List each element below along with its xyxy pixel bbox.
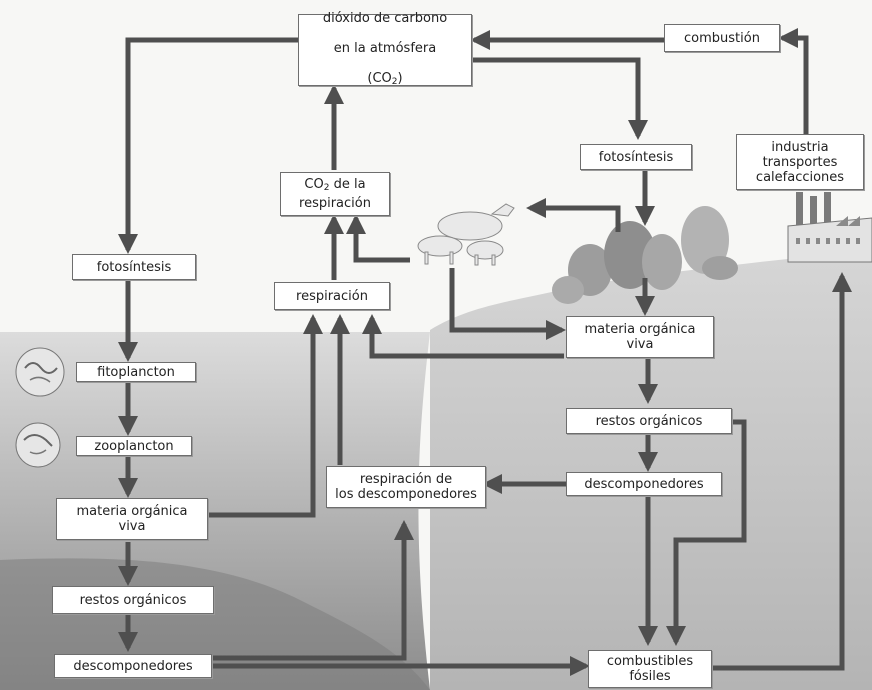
respiration-label: respiración: [296, 288, 368, 304]
organic-remains-sea-label: restos orgánicos: [79, 592, 187, 608]
living-matter-land-box: materia orgánica viva: [566, 316, 714, 358]
co2-atmosphere-line1: dióxido de carbono: [322, 10, 448, 26]
plankton-icon: [15, 347, 65, 468]
co2-atmosphere-line2: en la atmósfera: [333, 40, 437, 56]
arrow-fosiles-to-industria: [713, 272, 852, 671]
organic-remains-sea-box: restos orgánicos: [52, 586, 214, 614]
co2-respiration-box: CO2 de la respiración: [280, 172, 390, 216]
arrow-animals-to-co2-respiracion: [346, 214, 410, 263]
arrow-trees-to-animals: [526, 198, 621, 232]
organic-remains-land-label: restos orgánicos: [595, 413, 703, 429]
photosynthesis-sea-box: fotosíntesis: [72, 254, 196, 280]
animals-icon: [417, 203, 515, 266]
zooplankton-label: zooplancton: [94, 438, 174, 454]
arrow-materia-mar-to-respiracion: [208, 314, 323, 518]
combustion-box: combustión: [664, 24, 780, 52]
arrow-animals-to-materia-tierra: [449, 268, 566, 340]
respiration-box: respiración: [274, 282, 390, 310]
zooplankton-box: zooplancton: [76, 436, 192, 456]
co2-atmosphere-line3: (CO2): [367, 70, 403, 87]
co2-atmosphere-box: dióxido de carbono en la atmósfera (CO2): [298, 10, 472, 87]
decomposers-sea-box: descomponedores: [54, 654, 212, 678]
industry-box: industria transportes calefacciones: [736, 134, 864, 190]
arrow-restos-tierra-to-fosiles: [666, 419, 747, 646]
arrow-industria-to-combustion: [778, 28, 809, 134]
arrow-descomponedores-mar-to-resp-descomp: [213, 520, 414, 661]
trees-icon: [552, 206, 738, 304]
decomposers-land-label: descomponedores: [584, 476, 704, 492]
decomposers-land-box: descomponedores: [566, 472, 722, 496]
photosynthesis-sea-label: fotosíntesis: [96, 259, 172, 275]
photosynthesis-land-box: fotosíntesis: [580, 144, 692, 170]
decomposers-sea-label: descomponedores: [73, 658, 193, 674]
co2-respiration-label: CO2 de la respiración: [299, 177, 371, 211]
decomposer-respiration-box: respiración de los descomponedores: [326, 466, 486, 508]
fossil-fuels-box: combustibles fósiles: [588, 650, 712, 688]
factory-icon: [787, 192, 872, 263]
industry-label: industria transportes calefacciones: [755, 139, 845, 185]
living-matter-sea-box: materia orgánica viva: [56, 498, 208, 540]
arrow-co2-to-fotosintesis-mar: [118, 37, 300, 254]
phytoplankton-label: fitoplancton: [97, 364, 175, 380]
photosynthesis-land-label: fotosíntesis: [598, 149, 674, 165]
living-matter-sea-label: materia orgánica viva: [76, 504, 188, 534]
organic-remains-land-box: restos orgánicos: [566, 408, 732, 434]
decomposer-respiration-label: respiración de los descomponedores: [335, 472, 477, 502]
arrow-co2-to-fotosintesis-tierra: [472, 57, 648, 140]
arrow-materia-tierra-to-respiracion: [362, 314, 564, 359]
combustion-label: combustión: [684, 30, 760, 46]
living-matter-land-label: materia orgánica viva: [584, 322, 696, 352]
fossil-fuels-label: combustibles fósiles: [606, 654, 694, 684]
phytoplankton-box: fitoplancton: [76, 362, 196, 382]
